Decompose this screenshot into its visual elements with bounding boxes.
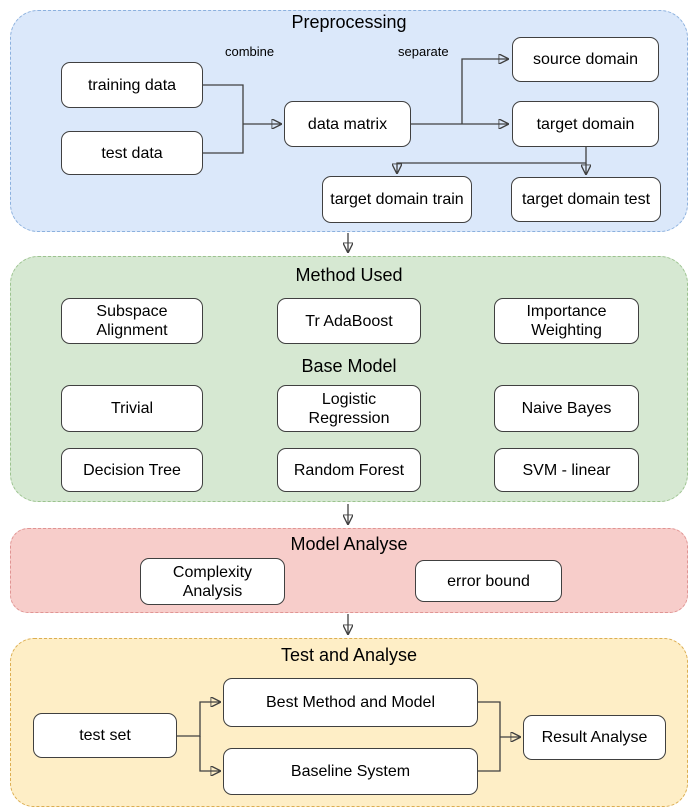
node-error-bound-label: error bound [447, 572, 530, 590]
combine-label: combine [225, 44, 275, 59]
model-analyse-title: Model Analyse [290, 534, 408, 554]
edge-testset-to-best [177, 702, 220, 737]
node-test-set: test set [33, 713, 177, 758]
edge-matrix-to-source-domain [461, 59, 508, 124]
node-result-analyse-label: Result Analyse [541, 729, 648, 746]
node-test-data: test data [61, 131, 203, 175]
node-source-domain: source domain [512, 37, 659, 82]
node-target-domain-label: target domain [536, 115, 635, 133]
node-test-data-label: test data [101, 144, 163, 162]
node-svm-linear-label: SVM - linear [522, 461, 611, 479]
node-target-domain-test-label: target domain test [521, 191, 651, 208]
node-trivial: Trivial [61, 385, 203, 432]
method-used-title: Method Used [295, 265, 403, 285]
node-decision-tree: Decision Tree [61, 448, 203, 492]
node-error-bound: error bound [415, 560, 562, 602]
node-svm-linear: SVM - linear [494, 448, 639, 492]
node-baseline-system-label: Baseline System [290, 763, 411, 780]
separate-label: separate [398, 44, 449, 59]
node-importance-weighting: Importance Weighting [494, 298, 639, 344]
edge-target-to-train [397, 147, 587, 173]
edge-testset-to-baseline [199, 736, 220, 771]
node-tr-adaboost-label: Tr AdaBoost [305, 312, 393, 330]
node-naive-bayes: Naive Bayes [494, 385, 639, 432]
node-decision-tree-label: Decision Tree [83, 461, 181, 479]
node-complexity-analysis-label: Complexity Analysis [172, 563, 253, 600]
node-target-domain: target domain [512, 101, 659, 147]
node-training-data-label: training data [87, 76, 177, 94]
node-test-set-label: test set [79, 727, 131, 744]
node-result-analyse: Result Analyse [523, 715, 666, 760]
node-subspace-alignment-label: Subspace Alignment [96, 303, 168, 339]
node-logistic-regression: Logistic Regression [277, 385, 421, 432]
node-importance-weighting-label: Importance Weighting [526, 303, 607, 339]
test-and-analyse-title: Test and Analyse [280, 645, 418, 665]
preprocessing-title: Preprocessing [291, 12, 407, 32]
edge-combine-bracket [203, 84, 244, 154]
node-data-matrix-label: data matrix [307, 115, 388, 133]
edge-merge-bracket [478, 701, 501, 772]
node-data-matrix: data matrix [284, 101, 411, 147]
node-naive-bayes-label: Naive Bayes [521, 400, 612, 417]
node-subspace-alignment: Subspace Alignment [61, 298, 203, 344]
node-target-domain-train-label: target domain train [330, 191, 464, 208]
node-source-domain-label: source domain [533, 51, 638, 68]
node-random-forest: Random Forest [277, 448, 421, 492]
node-trivial-label: Trivial [110, 400, 154, 417]
node-target-domain-test: target domain test [511, 177, 661, 222]
node-logistic-regression-label: Logistic Regression [308, 390, 390, 427]
node-complexity-analysis: Complexity Analysis [140, 558, 285, 605]
section-model-analyse [10, 528, 688, 613]
node-best-method-and-model-label: Best Method and Model [266, 694, 435, 711]
node-baseline-system: Baseline System [223, 748, 478, 795]
node-random-forest-label: Random Forest [293, 461, 405, 479]
node-target-domain-train: target domain train [322, 176, 472, 223]
base-model-title: Base Model [301, 356, 397, 376]
node-best-method-and-model: Best Method and Model [223, 678, 478, 727]
node-training-data: training data [61, 62, 203, 108]
node-tr-adaboost: Tr AdaBoost [277, 298, 421, 344]
